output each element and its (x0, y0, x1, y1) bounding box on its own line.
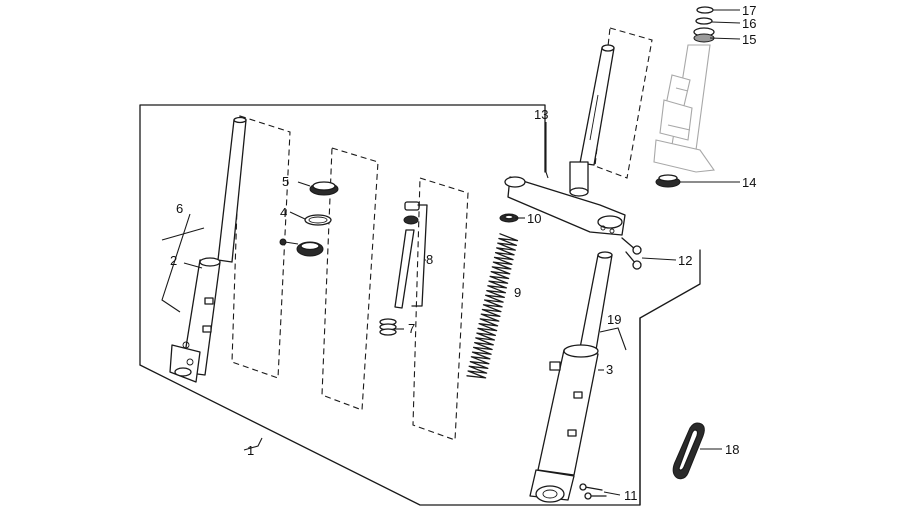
callout-19: 19 (607, 312, 621, 327)
callout-7: 7 (408, 321, 415, 336)
callout-10: 10 (527, 211, 541, 226)
callouts: 1 2 3 4 5 6 7 8 9 10 11 12 13 14 15 16 1… (170, 3, 756, 503)
seal-kit (279, 238, 324, 257)
part-13-steering-stem (504, 44, 626, 236)
callout-6: 6 (176, 201, 183, 216)
callout-13: 13 (534, 107, 548, 122)
callout-1: 1 (247, 443, 254, 458)
part-4-oil-seal-ring (304, 214, 332, 226)
assembly-1-boundary (139, 104, 546, 366)
callout-12: 12 (678, 253, 692, 268)
part-16-washer (695, 17, 713, 25)
dashed-group-seals (321, 147, 379, 411)
callout-14: 14 (742, 175, 756, 190)
part-12-pinch-bolts (621, 237, 642, 270)
part-5-dust-seal (309, 181, 339, 196)
callout-5: 5 (282, 174, 289, 189)
dashed-group-damper (412, 177, 469, 441)
part-17-nut (696, 6, 714, 14)
part-7-rebound-spring (379, 318, 397, 336)
part-15-bearing-ring (693, 27, 715, 43)
callout-16: 16 (742, 16, 756, 31)
callout-8: 8 (426, 252, 433, 267)
steering-column-ghost (653, 44, 715, 173)
left-fork-leg (169, 116, 247, 383)
right-fork-leg (529, 251, 613, 503)
leader-lines (161, 9, 741, 496)
callout-9: 9 (514, 285, 521, 300)
callout-4: 4 (280, 205, 287, 220)
callout-11: 11 (624, 488, 638, 503)
assembly-1-boundary-right (139, 249, 701, 506)
part-11-bolts (579, 483, 607, 500)
part-8-damper-rod (394, 201, 428, 309)
callout-17: 17 (742, 3, 756, 18)
part-14-lower-bearing (655, 174, 681, 188)
part-18-band (672, 422, 705, 480)
callout-15: 15 (742, 32, 756, 47)
callout-18: 18 (725, 442, 739, 457)
callout-3: 3 (606, 362, 613, 377)
dashed-group-left-leg (231, 115, 291, 379)
callout-2: 2 (170, 253, 177, 268)
part-9-fork-spring (466, 233, 519, 379)
